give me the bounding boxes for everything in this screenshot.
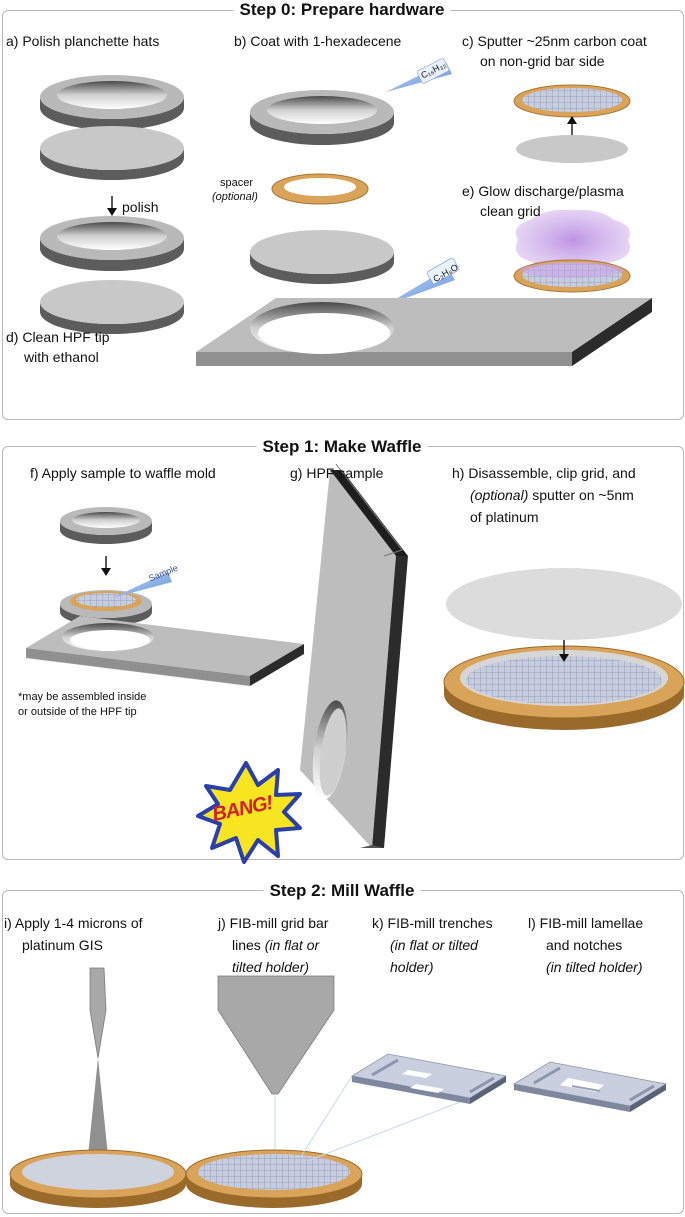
label-l-line1: l) FIB-mill lamellae: [528, 915, 644, 931]
label-l-line2: and notches: [546, 937, 623, 953]
planchette-hat-top: [40, 75, 184, 130]
planchette-flat-polished: [40, 280, 184, 334]
label-j-line1: j) FIB-mill grid bar: [218, 915, 329, 931]
hpf-sample-plates: [300, 463, 408, 848]
label-a: a) Polish planchette hats: [6, 33, 160, 49]
em-grid-carbon-coated: [513, 84, 631, 118]
grid-platinum-coated: [9, 1149, 187, 1208]
sample-pipette: [112, 572, 172, 598]
polish-arrow: [107, 196, 117, 216]
label-h-line2-rest: sputter on ~5nm: [528, 487, 634, 503]
label-e-line2: clean grid: [480, 203, 541, 219]
waffle-mold-assembly: [60, 590, 152, 626]
label-d-line1: d) Clean HPF tip: [6, 329, 110, 345]
hexadecene-pipette: [386, 58, 452, 92]
label-h-line3: of platinum: [470, 509, 539, 525]
waffle-top-hat: [60, 507, 152, 544]
label-j-flat: (in flat or: [264, 937, 320, 953]
label-j-line3: tilted holder): [232, 959, 310, 975]
step2-title: Step 2: Mill Waffle: [263, 881, 421, 901]
label-spacer-optional: (optional): [212, 191, 258, 203]
label-h-line2: (optional) sputter on ~5nm: [470, 486, 634, 504]
grid-milled: [185, 1149, 363, 1208]
label-i-line1: i) Apply 1-4 microns of: [4, 915, 143, 931]
label-k-line2: (in flat or tilted: [390, 937, 478, 953]
clipped-grid: [443, 645, 685, 730]
step1-title: Step 1: Make Waffle: [256, 437, 428, 457]
label-j-line2: lines (in flat or: [232, 936, 319, 954]
label-k-line3: holder): [390, 959, 434, 975]
label-polish: polish: [122, 199, 159, 215]
waffle-mold-arrow: [101, 556, 111, 576]
label-c-line1: c) Sputter ~25nm carbon coat: [462, 33, 647, 49]
label-c-line2: on non-grid bar side: [480, 53, 605, 69]
hpf-tip-plate: [196, 298, 652, 366]
label-note-line1: *may be assembled inside: [18, 691, 147, 703]
planchette-flat-coated: [250, 230, 394, 284]
label-k-line1: k) FIB-mill trenches: [372, 915, 493, 931]
planchette-hat-coated: [250, 90, 394, 145]
planchette-hat-polished: [40, 216, 184, 271]
label-note-line2: or outside of the HPF tip: [18, 706, 137, 718]
label-spacer: spacer: [220, 177, 254, 189]
waffle-hpf-plate: [26, 616, 304, 686]
platinum-source: [446, 568, 682, 640]
label-h-optional: (optional): [470, 487, 529, 503]
em-grid-plasma: [513, 259, 631, 293]
spacer-ring: [271, 173, 369, 205]
gis-needle: [88, 967, 108, 1156]
bang-starburst: [196, 761, 302, 864]
label-d-line2: with ethanol: [24, 349, 99, 365]
label-f: f) Apply sample to waffle mold: [30, 465, 216, 481]
label-l-line3: (in tilted holder): [546, 959, 643, 975]
label-e-line1: e) Glow discharge/plasma: [462, 183, 624, 199]
label-h-line1: h) Disassemble, clip grid, and: [452, 465, 636, 481]
label-j-lines: lines: [232, 937, 261, 953]
platinum-arrow: [559, 640, 569, 662]
ethanol-pipette: [384, 257, 460, 306]
plasma-glow: [515, 209, 631, 271]
lamella-block: [512, 1061, 668, 1112]
planchette-flat-top: [40, 126, 184, 180]
carbon-source: [516, 135, 628, 163]
fib-column: [217, 975, 335, 1160]
label-g: g) HPF sample: [290, 465, 384, 481]
label-b: b) Coat with 1-hexadecene: [234, 33, 402, 49]
step0-title: Step 0: Prepare hardware: [233, 0, 451, 20]
trench-block: [350, 1053, 508, 1104]
label-i-line2: platinum GIS: [22, 937, 103, 953]
zoom-lines: [299, 1075, 461, 1161]
